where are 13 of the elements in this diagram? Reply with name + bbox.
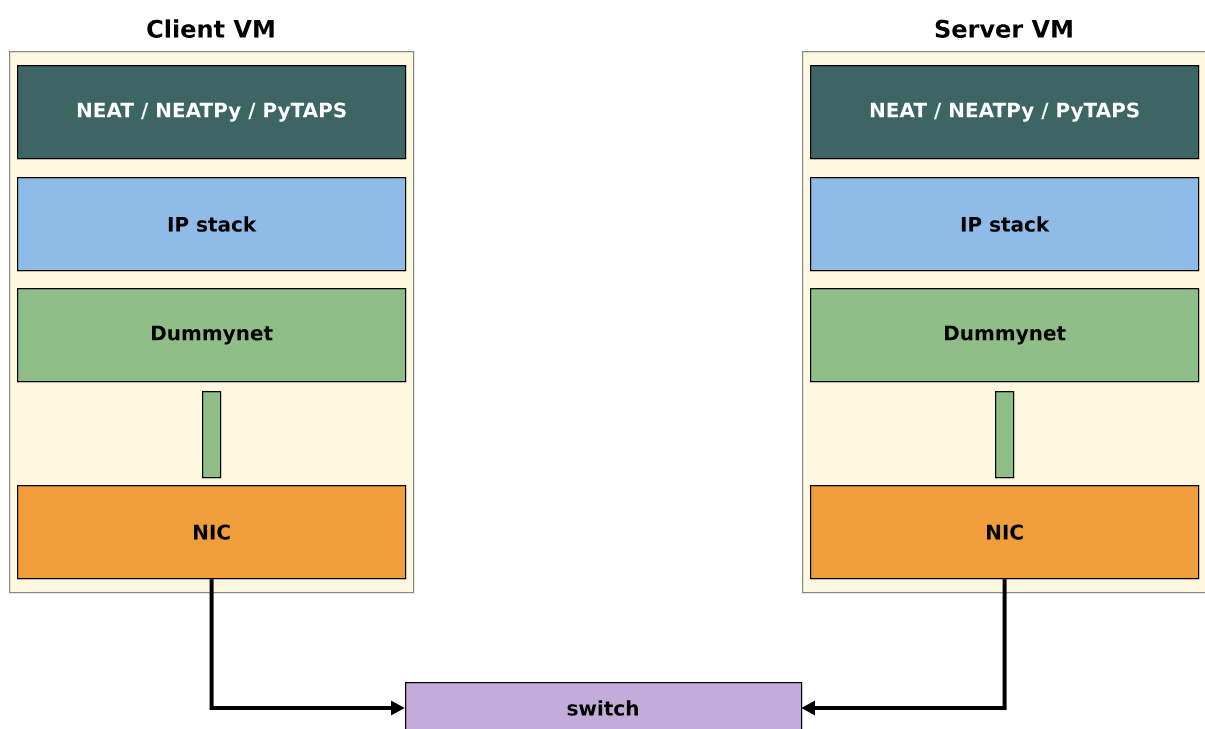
- layer-box: NIC: [810, 485, 1200, 580]
- link-bar: [202, 391, 222, 479]
- node-label: Client VM: [147, 19, 274, 38]
- layer-box: NEAT / NEATPy / PyTAPS: [810, 65, 1200, 160]
- node-label: Server VM: [935, 19, 1072, 38]
- layer-box: IP stack: [810, 177, 1200, 272]
- layer-box: Dummynet: [17, 288, 407, 383]
- switch-box: switch: [405, 682, 803, 729]
- layer-box: Dummynet: [810, 288, 1200, 383]
- link-bar: [995, 391, 1015, 479]
- layer-box: IP stack: [17, 177, 407, 272]
- layer-box: NIC: [17, 485, 407, 580]
- layer-box: NEAT / NEATPy / PyTAPS: [17, 65, 407, 160]
